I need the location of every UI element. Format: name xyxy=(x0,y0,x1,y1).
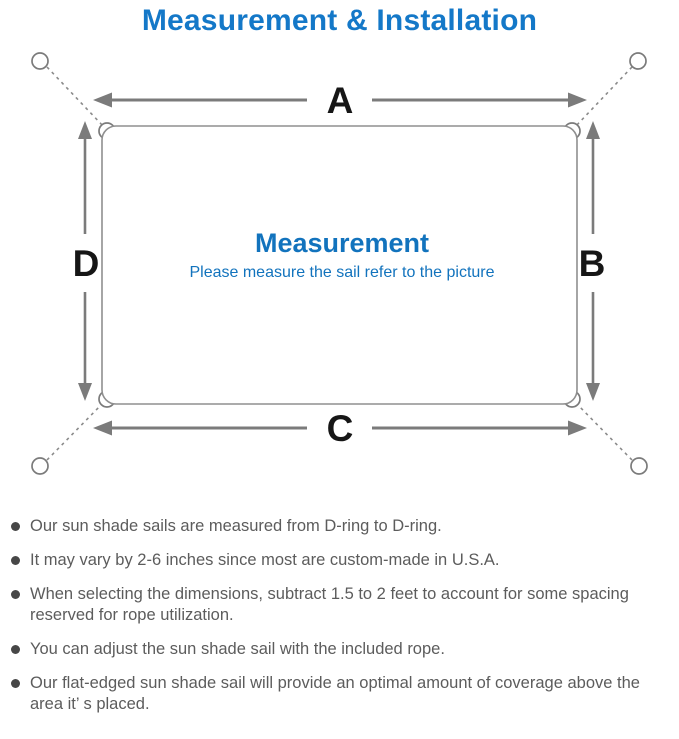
dimension-arrow-c: C xyxy=(93,408,587,449)
dimension-label-a: A xyxy=(327,80,354,121)
page-title: Measurement & Installation xyxy=(141,4,538,37)
note-item: Our sun shade sails are measured from D-… xyxy=(11,516,671,537)
sail-outline xyxy=(101,125,578,405)
notes-list: Our sun shade sails are measured from D-… xyxy=(0,516,679,715)
note-text: You can adjust the sun shade sail with t… xyxy=(30,639,445,658)
dimension-arrow-d: D xyxy=(73,121,100,401)
dimension-label-c: C xyxy=(327,408,354,449)
dimension-label-d: D xyxy=(73,243,100,284)
note-text: Our flat-edged sun shade sail will provi… xyxy=(30,673,640,713)
bullet-dot-icon xyxy=(11,678,20,688)
rope-line-top-right xyxy=(574,66,633,128)
rope-line-bottom-right xyxy=(574,401,633,461)
note-item: It may vary by 2-6 inches since most are… xyxy=(11,550,671,571)
dimension-arrow-b: B xyxy=(579,121,606,401)
bullet-dot-icon xyxy=(11,589,20,599)
note-item: Our flat-edged sun shade sail will provi… xyxy=(11,673,671,715)
anchor-ring-top-left-icon xyxy=(31,52,49,70)
note-item: When selecting the dimensions, subtract … xyxy=(11,584,671,626)
bullet-dot-icon xyxy=(11,644,20,654)
bullet-dot-icon xyxy=(11,522,20,531)
dimension-label-b: B xyxy=(579,243,606,284)
note-item: You can adjust the sun shade sail with t… xyxy=(11,639,671,660)
bullet-dot-icon xyxy=(11,555,20,565)
anchor-ring-top-right-icon xyxy=(629,52,647,70)
rope-line-top-left xyxy=(46,66,105,128)
note-text: It may vary by 2-6 inches since most are… xyxy=(30,550,500,569)
dimension-arrow-a: A xyxy=(93,80,587,121)
measurement-diagram: A C D xyxy=(0,38,679,508)
note-text: Our sun shade sails are measured from D-… xyxy=(30,517,442,535)
diagram-center-subtitle: Please measure the sail refer to the pic… xyxy=(189,264,494,281)
note-text: When selecting the dimensions, subtract … xyxy=(30,584,629,624)
anchor-ring-bottom-right-icon xyxy=(630,457,648,475)
diagram-center-heading: Measurement xyxy=(255,228,429,258)
anchor-ring-bottom-left-icon xyxy=(31,457,49,475)
rope-line-bottom-left xyxy=(46,401,105,461)
